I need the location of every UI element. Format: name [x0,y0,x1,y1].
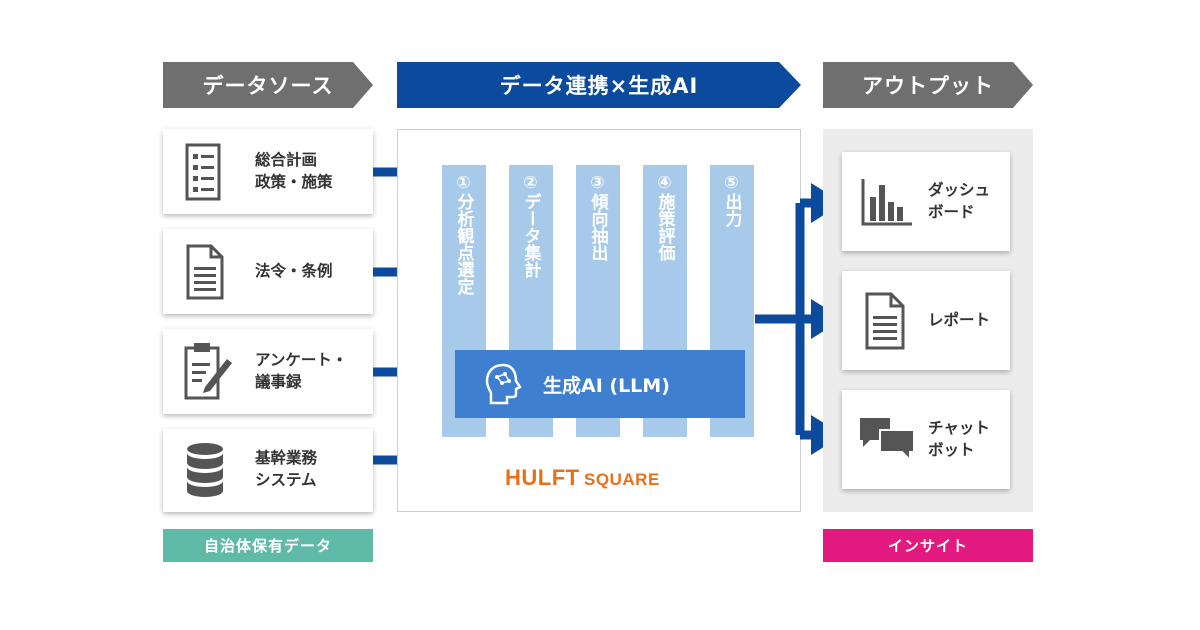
step-label-2: ②データ集計 [520,173,541,278]
chat-bubbles-icon [860,418,915,462]
step-label-4: ④施策評価 [654,173,675,261]
source-card-system-label: 基幹業務 システム [255,449,318,489]
integration-banner: データ連携×生成AI [397,62,801,108]
source-card-law: 法令・条例 [163,229,373,314]
data-source-banner: データソース [163,62,373,108]
step-label-3: ③傾向抽出 [587,173,608,261]
municipal-data-label: 自治体保有データ [163,529,373,562]
source-card-plan: 総合計画 政策・施策 [163,129,373,214]
output-card-dashboard: ダッシュ ボード [842,152,1010,251]
hulft-square-logo: HULFT SQUARE [505,465,660,490]
step-label-5: ⑤出力 [721,173,742,227]
clipboard-pen-icon [184,343,232,400]
output-banner: アウトプット [823,62,1033,108]
data-source-banner-label: データソース [202,74,334,98]
output-card-chatbot: チャット ボット [842,390,1010,489]
checklist-icon [185,143,221,201]
output-card-report-label: レポート [928,311,991,329]
document-icon [186,244,224,300]
source-card-law-label: 法令・条例 [255,262,333,280]
output-card-dashboard-label: ダッシュ ボード [928,181,991,221]
source-card-survey-label: アンケート・ 議事録 [255,351,348,391]
llm-bar: 生成AI (LLM) [455,350,745,418]
database-icon [187,443,223,497]
source-card-survey: アンケート・ 議事録 [163,329,373,414]
output-card-chatbot-label: チャット ボット [928,419,990,459]
source-card-system: 基幹業務 システム [163,429,373,512]
insight-label: インサイト [823,529,1033,562]
source-card-plan-label: 総合計画 政策・施策 [255,151,333,191]
step-label-1: ①分析観点選定 [453,173,474,295]
bar-chart-icon [861,179,912,226]
output-card-report: レポート [842,271,1010,370]
output-banner-label: アウトプット [862,74,994,98]
integration-banner-label: データ連携×生成AI [499,74,699,98]
ai-head-icon [485,363,522,405]
report-icon [865,292,905,350]
llm-label: 生成AI (LLM) [543,374,670,397]
